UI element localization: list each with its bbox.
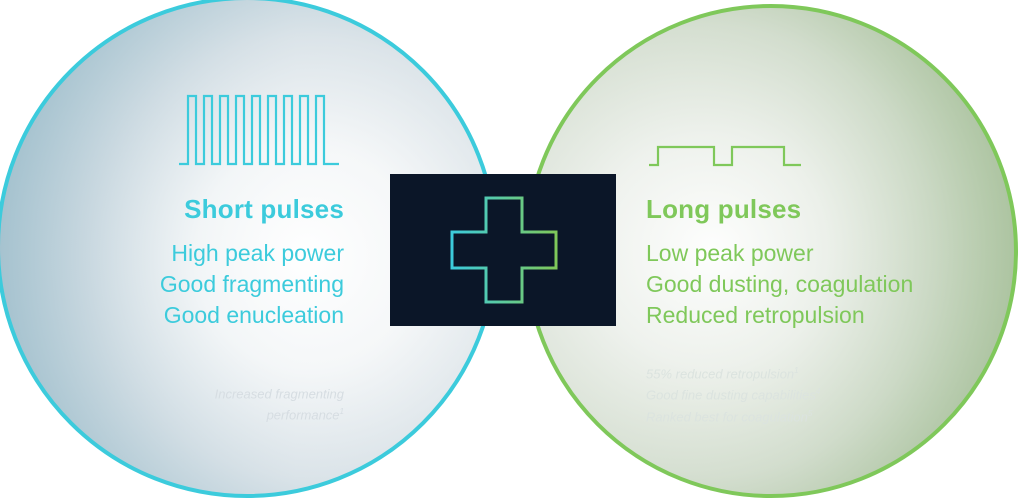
- short-feature-item: Good enucleation: [163, 302, 344, 328]
- short-note-item: Increased fragmenting: [214, 386, 344, 402]
- plus-icon: [450, 196, 558, 304]
- long-feature-item: Good dusting, coagulation: [646, 271, 914, 297]
- long-feature-item: Low peak power: [646, 240, 814, 266]
- short-feature-item: High peak power: [171, 240, 344, 266]
- long-note-item: Good fine dusting capabilities4: [646, 387, 821, 403]
- long-pulses-notes: 55% reduced retropulsion1 Good fine dust…: [646, 362, 820, 426]
- short-pulses-features: High peak power Good fragmenting Good en…: [160, 238, 344, 331]
- short-feature-item: Good fragmenting: [159, 271, 344, 297]
- long-pulses-features: Low peak power Good dusting, coagulation…: [646, 238, 913, 331]
- long-note-item: 55% reduced retropulsion1: [646, 366, 799, 382]
- long-note-item: Ranked best for coagulation5: [646, 408, 813, 424]
- long-pulses-heading: Long pulses: [646, 194, 802, 224]
- long-feature-item: Reduced retropulsion: [646, 302, 865, 328]
- short-pulses-notes: Increased fragmenting performance1: [215, 382, 344, 425]
- short-pulses-heading: Short pulses: [184, 194, 344, 224]
- short-pulse-train-icon: [179, 94, 339, 166]
- long-pulse-train-icon: [649, 145, 801, 167]
- short-note-item: performance1: [266, 407, 344, 423]
